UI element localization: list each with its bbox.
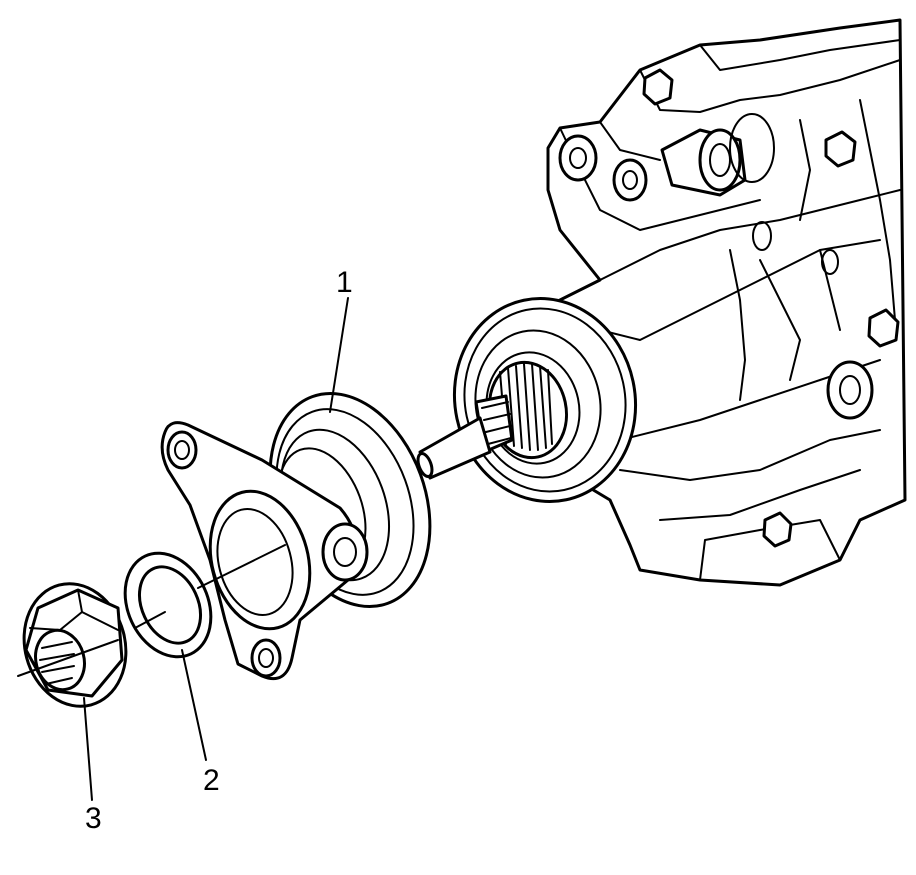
part-1-output-flange	[160, 391, 432, 681]
part-2-washer	[123, 551, 213, 659]
leader-line-2	[181, 649, 207, 761]
leader-line-1	[329, 297, 349, 413]
part-3-flange-nut	[22, 582, 128, 708]
callout-1: 1	[336, 266, 353, 299]
transfer-case-housing	[416, 18, 907, 587]
assembly-axis	[17, 544, 286, 677]
leader-line-3	[83, 697, 93, 801]
callout-3: 3	[85, 802, 102, 835]
callout-2: 2	[203, 764, 220, 797]
